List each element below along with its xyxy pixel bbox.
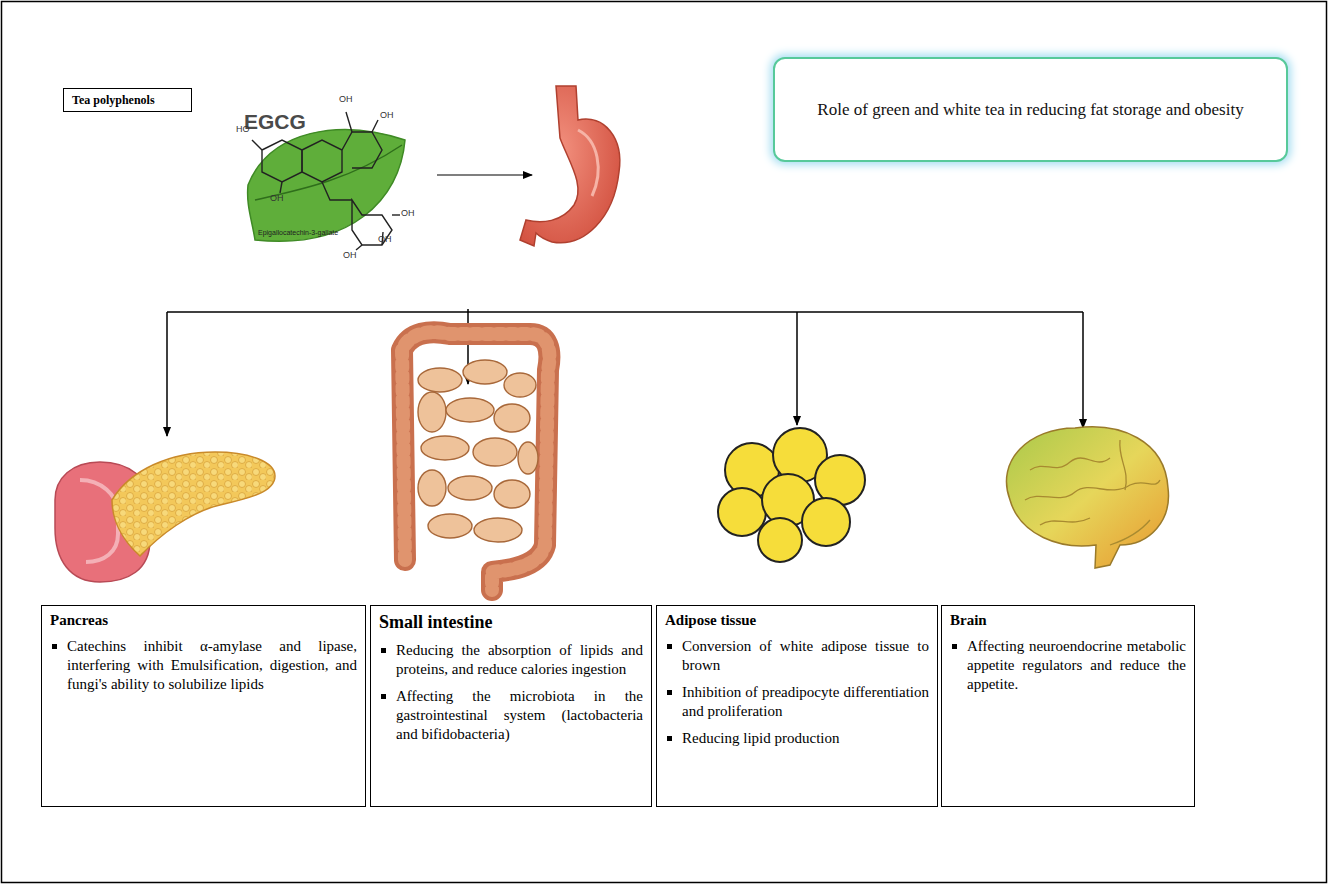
bullet-mark [667,644,672,649]
box-heading: Small intestine [379,612,643,633]
bullet-mark [381,694,386,699]
pancreas-illustration [55,452,275,582]
bullet-row: Catechins inhibit α-amylase and lipase, … [50,637,357,694]
molecule-label: HO [236,124,250,135]
molecule-label: OH [270,193,284,204]
molecule-label: OH [378,234,392,245]
intestine-illustration [402,332,549,590]
flow-arrow [437,174,532,175]
bullet-row: Reducing the absorption of lipids and pr… [379,641,643,679]
bullet-text: Catechins inhibit α-amylase and lipase, … [67,637,357,694]
organ-box: Adipose tissueConversion of white adipos… [656,605,938,807]
bullet-row: Affecting the microbiota in the gastroin… [379,687,643,744]
bullet-row: Conversion of white adipose tissue to br… [665,637,929,675]
molecule-label: EGCG [244,110,306,133]
fat-cells-illustration [718,428,865,562]
organ-box: Small intestineReducing the absorption o… [370,605,652,807]
bullet-text: Conversion of white adipose tissue to br… [682,637,929,675]
bullet-text: Affecting the microbiota in the gastroin… [396,687,643,744]
organ-box: PancreasCatechins inhibit α-amylase and … [41,605,366,807]
label-box: Tea polyphenols [63,88,192,112]
bullet-mark [52,644,57,649]
box-heading: Pancreas [50,612,357,629]
bullet-text: Affecting neuroendocrine metabolic appet… [967,637,1186,694]
node-label: Tea polyphenols [72,93,155,108]
box-heading: Brain [950,612,1186,629]
molecule-label: OH [401,208,415,219]
organ-box: BrainAffecting neuroendocrine metabolic … [941,605,1195,807]
molecule-label: OH [343,250,357,261]
brain-illustration [1006,427,1168,568]
box-heading: Adipose tissue [665,612,929,629]
branch-lines [167,309,1083,436]
molecule-label: OH [339,94,353,105]
stomach-illustration [520,86,620,246]
bullet-row: Inhibition of preadipocyte differentiati… [665,683,929,721]
bullet-row: Affecting neuroendocrine metabolic appet… [950,637,1186,694]
title-box: Role of green and white tea in reducing … [773,57,1288,162]
bullet-mark [667,690,672,695]
molecule-label: OH [380,110,394,121]
bullet-row: Reducing lipid production [665,729,929,748]
molecule-label: Epigallocatechin-3-gallate [258,228,338,237]
bullet-text: Inhibition of preadipocyte differentiati… [682,683,929,721]
bullet-mark [381,648,386,653]
bullet-mark [952,644,957,649]
bullet-text: Reducing lipid production [682,729,929,748]
bullet-mark [667,736,672,741]
bullet-text: Reducing the absorption of lipids and pr… [396,641,643,679]
